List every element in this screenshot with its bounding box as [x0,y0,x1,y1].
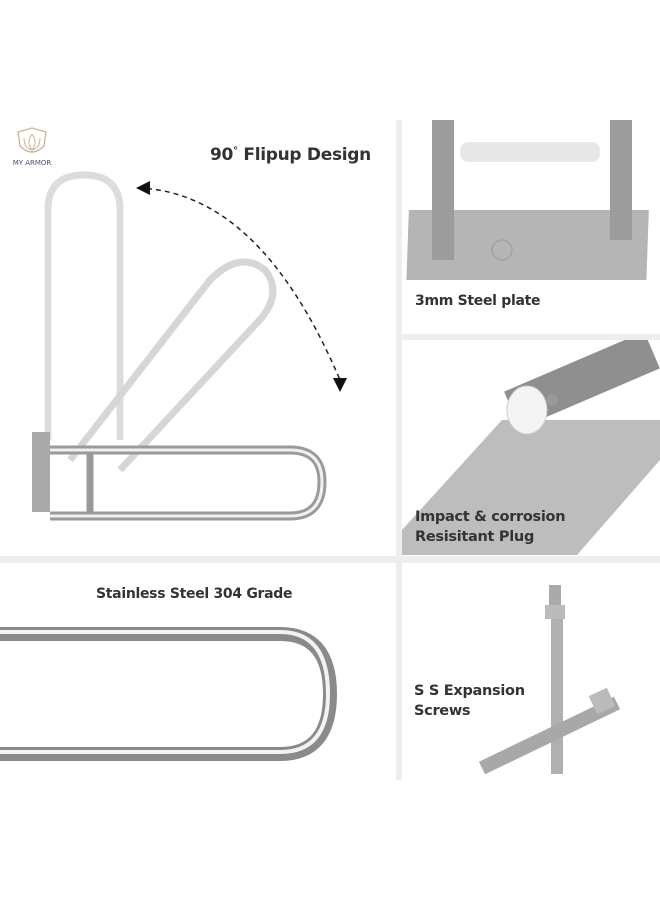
screws-caption-line2: Screws [414,703,471,719]
title-text: Flipup Design [237,145,371,165]
flipup-grab-bar-illustration [32,171,347,521]
screws-caption: S S Expansion Screws [414,681,525,721]
plug-caption-line2: Resisitant Plug [415,529,535,545]
brand-logo: MY ARMOR [4,126,60,172]
degree-symbol: ° [233,145,238,157]
flipup-title: 90° Flipup Design [210,145,371,165]
grade-caption: Stainless Steel 304 Grade [96,586,293,602]
arrow-down-icon [333,378,347,392]
steel-plate-photo [406,120,649,280]
lotus-shield-icon [17,127,47,153]
plug-caption-line1: Impact & corrosion [415,509,566,525]
vertical-divider [396,120,402,780]
right-divider [402,334,660,340]
steel-bar-photo [0,627,338,761]
arrow-left-icon [136,181,150,195]
corrosion-plug-photo [402,340,660,555]
plate-caption: 3mm Steel plate [415,293,541,309]
expansion-screws-photo [478,585,621,775]
plug-caption: Impact & corrosion Resisitant Plug [415,507,566,547]
title-number: 90 [210,145,234,165]
screws-caption-line1: S S Expansion [414,683,525,699]
logo-text: MY ARMOR [12,159,52,167]
horizontal-divider [0,556,660,563]
